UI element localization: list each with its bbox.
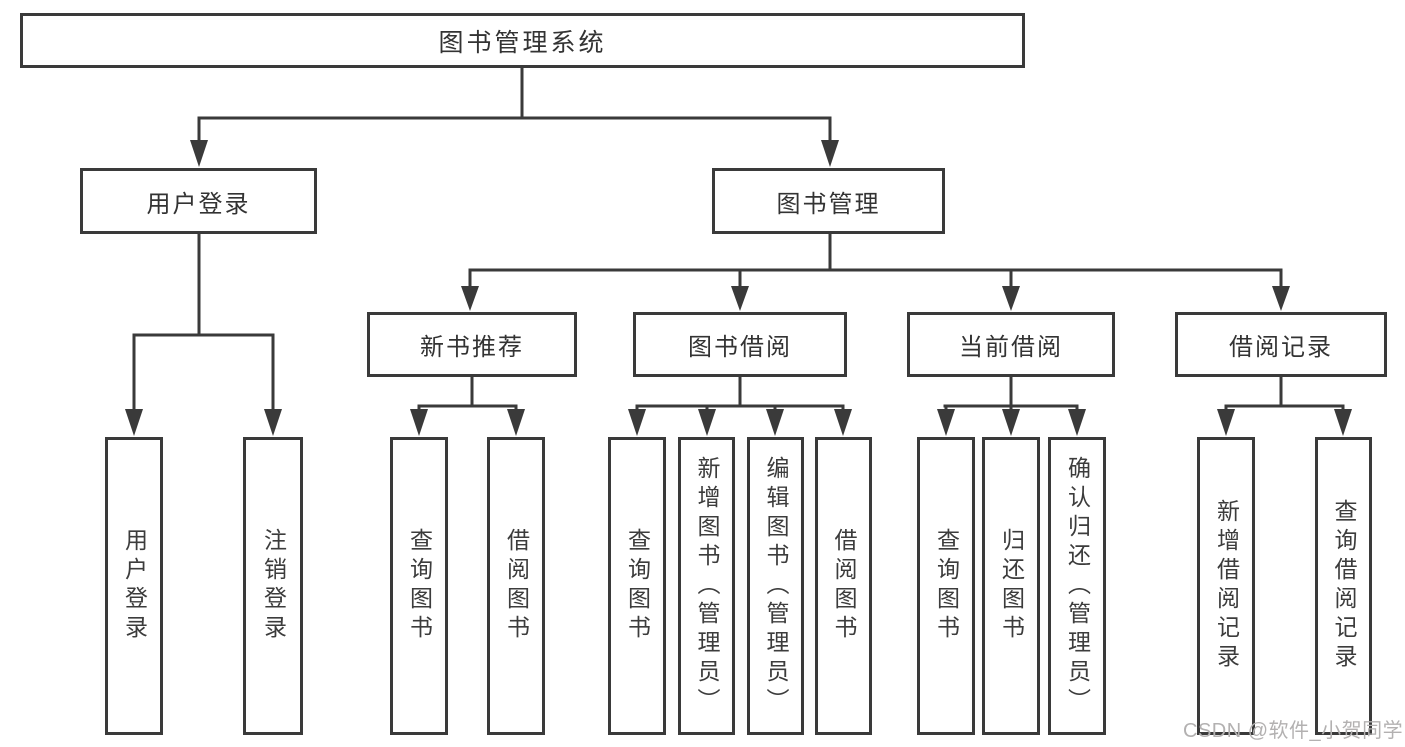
node-label: 借阅记录	[1229, 334, 1333, 361]
leaf-query-books-1: 查询图书	[390, 437, 448, 735]
leaf-label: 编辑图书（管理员）	[763, 455, 788, 717]
node-book-management: 图书管理	[712, 168, 945, 234]
node-book-borrowing: 图书借阅	[633, 312, 847, 377]
node-borrowing-records: 借阅记录	[1175, 312, 1387, 377]
leaf-label: 确认归还（管理员）	[1064, 455, 1090, 717]
leaf-logout: 注销登录	[243, 437, 303, 735]
leaf-label: 归还图书	[998, 528, 1024, 644]
leaf-query-books-2: 查询图书	[608, 437, 666, 735]
node-label: 用户登录	[146, 190, 251, 218]
leaf-label: 借阅图书	[831, 528, 856, 644]
leaf-borrow-books-1: 借阅图书	[487, 437, 545, 735]
csdn-watermark: CSDN @软件_小贺同学	[1183, 720, 1404, 742]
leaf-label: 查询图书	[406, 528, 432, 644]
leaf-query-books-3: 查询图书	[917, 437, 975, 735]
leaf-borrow-books-2: 借阅图书	[815, 437, 872, 735]
node-label: 图书管理	[776, 190, 881, 218]
leaf-label: 注销登录	[260, 528, 286, 644]
leaf-label: 新增图书（管理员）	[694, 455, 719, 717]
leaf-query-borrow-record: 查询借阅记录	[1315, 437, 1372, 735]
leaf-confirm-return-admin: 确认归还（管理员）	[1048, 437, 1106, 735]
leaf-label: 用户登录	[121, 528, 147, 644]
leaf-add-books-admin: 新增图书（管理员）	[678, 437, 735, 735]
node-label: 新书推荐	[420, 334, 524, 361]
leaf-edit-books-admin: 编辑图书（管理员）	[747, 437, 804, 735]
node-user-login: 用户登录	[80, 168, 317, 234]
leaf-return-books: 归还图书	[982, 437, 1040, 735]
leaf-user-login: 用户登录	[105, 437, 163, 735]
node-library-management-system: 图书管理系统	[20, 13, 1025, 68]
node-current-borrowing: 当前借阅	[907, 312, 1115, 377]
node-label: 图书借阅	[688, 334, 792, 361]
arrowheads	[125, 140, 1352, 436]
node-label: 图书管理系统	[438, 28, 607, 57]
node-label: 当前借阅	[959, 334, 1063, 361]
leaf-label: 借阅图书	[503, 528, 529, 644]
node-new-book-recommendation: 新书推荐	[367, 312, 577, 377]
leaf-label: 新增借阅记录	[1213, 499, 1239, 673]
leaf-label: 查询图书	[933, 528, 959, 644]
leaf-label: 查询借阅记录	[1331, 499, 1356, 673]
leaf-add-borrow-record: 新增借阅记录	[1197, 437, 1255, 735]
leaf-label: 查询图书	[624, 528, 650, 644]
